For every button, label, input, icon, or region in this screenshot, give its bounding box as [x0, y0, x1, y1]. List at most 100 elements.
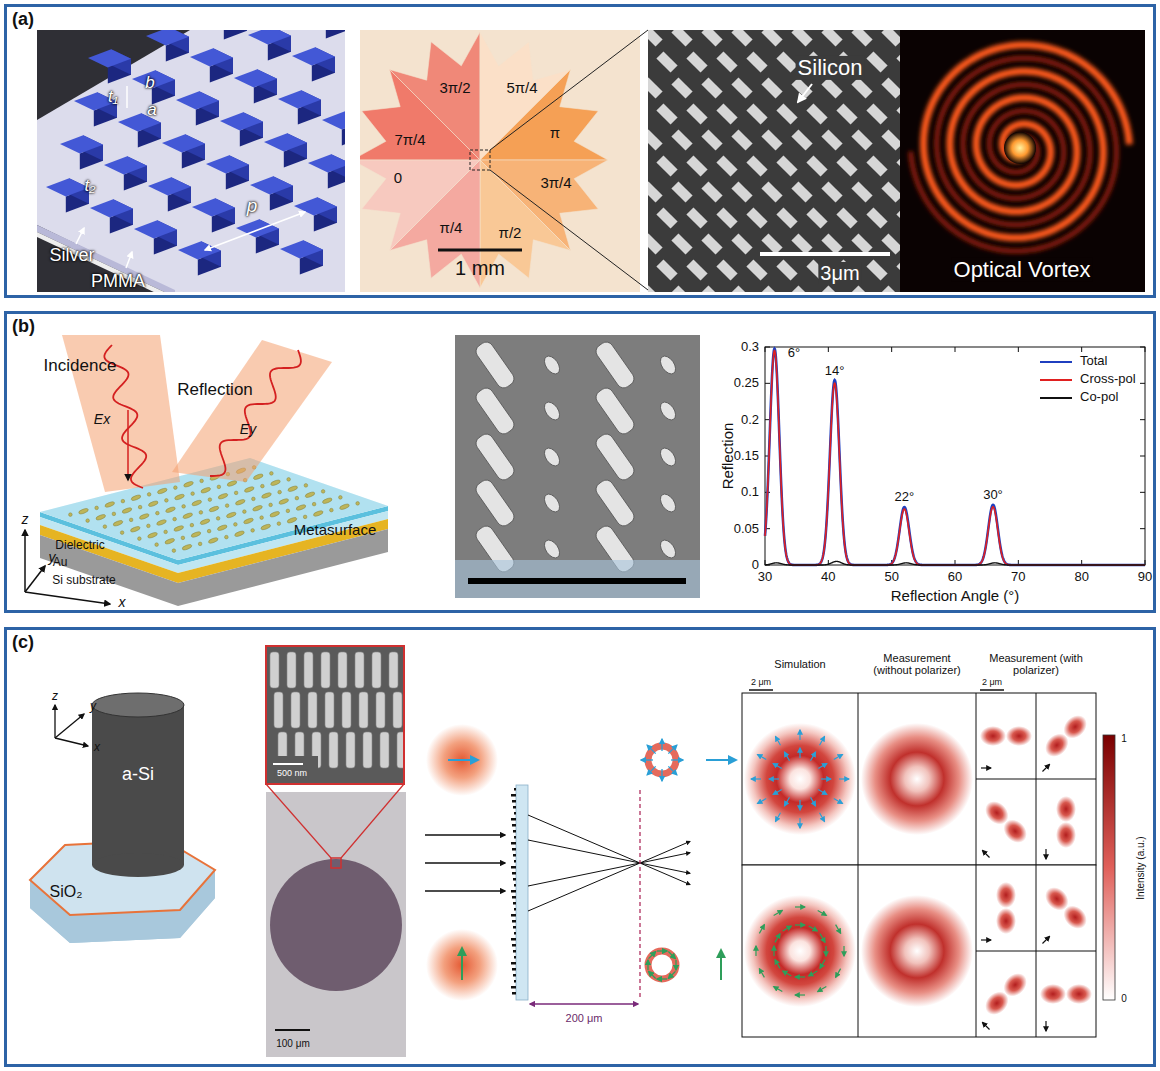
gold-rod	[593, 431, 636, 482]
polarization-arrow	[809, 926, 818, 931]
silicon-pillar	[776, 103, 797, 124]
nano-pillar	[511, 890, 516, 893]
gold-disk	[541, 399, 562, 422]
vortex-image	[900, 30, 1145, 292]
silicon-pillar	[851, 233, 872, 254]
block-side	[227, 30, 247, 31]
polarization-arrow	[820, 960, 825, 969]
silicon-pillar	[806, 155, 827, 176]
gold-rod	[473, 477, 516, 528]
grid-line	[976, 779, 1096, 780]
axis-name: y	[49, 550, 56, 565]
polarization-arrow	[775, 934, 780, 943]
pillar	[329, 732, 338, 768]
polarization-arrow	[776, 813, 781, 822]
figure-panel: (c)	[4, 627, 1156, 1067]
zoom-line	[490, 30, 648, 150]
focal-plane	[639, 790, 640, 998]
focusing-ray	[528, 863, 640, 911]
polarization-arrow	[773, 946, 774, 956]
pillar	[380, 732, 389, 768]
silicon-pillar	[671, 30, 692, 47]
scale-label: 500 nm	[275, 769, 309, 779]
block-top	[190, 48, 233, 66]
focusing-ray	[528, 815, 640, 863]
dimension-label: a	[147, 101, 156, 120]
zoom-line	[490, 170, 648, 290]
silicon-pillar	[881, 233, 900, 254]
background	[455, 335, 700, 598]
nano-pillar	[513, 878, 516, 881]
panel-letter: (b)	[12, 316, 35, 337]
polarization-arrow	[461, 948, 463, 980]
block-top	[60, 135, 103, 153]
pillar	[355, 652, 364, 688]
silicon-pillar	[896, 103, 900, 124]
silicon-pillar	[648, 233, 663, 254]
axis-arrow	[55, 738, 88, 746]
polarization-arrow	[448, 759, 478, 761]
silicon-pillar	[761, 233, 782, 254]
nano-pillar	[513, 926, 516, 929]
pillar	[359, 692, 368, 728]
polarization-arrow	[795, 924, 805, 925]
axis-name: y	[90, 700, 96, 713]
nano-pillar	[514, 788, 516, 791]
silicon-pillar	[746, 259, 767, 280]
silicon-pillar	[806, 207, 827, 228]
dimension-line	[126, 86, 128, 108]
dimension-label: p	[247, 196, 258, 217]
tick-mark	[1018, 347, 1019, 352]
silicon-pillar	[648, 77, 663, 98]
tick-mark	[765, 347, 766, 352]
focusing-ray	[640, 853, 690, 863]
sem-image	[455, 335, 700, 598]
phase-label: π/4	[440, 220, 463, 237]
nano-pillar	[514, 980, 516, 983]
silicon-pillar	[851, 181, 872, 202]
silicon-pillar	[746, 155, 767, 176]
input-beam	[426, 724, 498, 796]
azimuthal-polarization	[649, 952, 656, 959]
axis-arrow	[24, 530, 26, 592]
focusing-ray	[640, 841, 690, 863]
sample-photo	[360, 30, 640, 292]
silicon-pillar	[671, 233, 692, 254]
block-top	[248, 30, 291, 44]
leader-line	[76, 228, 84, 244]
gold-disk	[541, 353, 562, 376]
layer-label: Si substrate	[52, 574, 115, 587]
silicon-pillar	[761, 181, 782, 202]
column-header: Measurement (without polarizer)	[867, 652, 967, 676]
radial-polarization	[641, 759, 653, 760]
pillar	[342, 692, 351, 728]
silicon-pillar	[866, 259, 887, 280]
simulated-beam	[744, 895, 856, 1007]
gold-disk	[541, 491, 562, 514]
polarizer-arrow	[982, 1022, 989, 1029]
azimuthal-polarization	[657, 950, 667, 951]
silicon-pillar	[686, 207, 707, 228]
field-label: Ey	[240, 422, 256, 437]
gold-rod	[473, 339, 516, 390]
axis-arrow	[55, 714, 84, 738]
silicon-pillar	[821, 181, 842, 202]
nano-pillar	[513, 806, 516, 809]
block-top	[162, 134, 205, 152]
grid-line	[858, 865, 859, 1037]
gold-rod	[593, 477, 636, 528]
silicon-pillar	[791, 181, 812, 202]
block-top	[90, 199, 133, 217]
polarizer-arrow	[1045, 849, 1046, 859]
silicon-pillar	[896, 155, 900, 176]
silicon-pillar	[776, 155, 797, 176]
lobe-pattern	[999, 969, 1032, 1002]
pillar	[274, 692, 283, 728]
tick-mark	[1140, 347, 1145, 348]
background	[266, 646, 404, 784]
pillar	[304, 652, 313, 688]
tick-mark	[765, 383, 770, 384]
vortex-spiral	[911, 58, 1117, 251]
background	[648, 30, 900, 292]
silicon-pillar	[716, 207, 737, 228]
